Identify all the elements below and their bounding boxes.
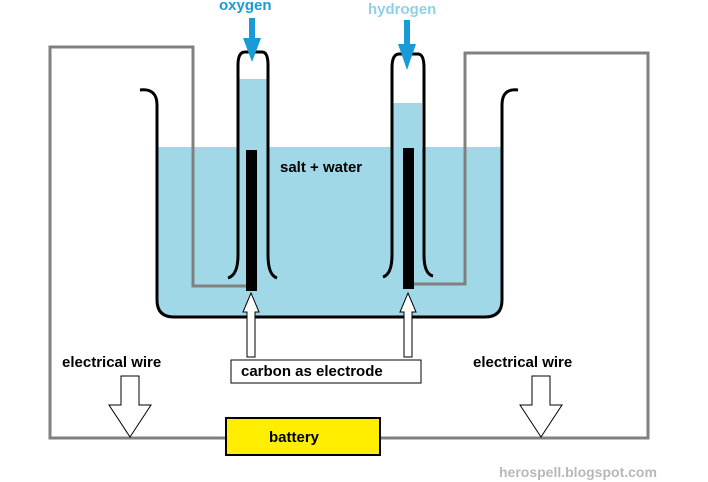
left-wire xyxy=(48,45,246,440)
solution-label: salt + water xyxy=(280,159,363,176)
battery xyxy=(225,417,381,456)
right-current-arrow-icon xyxy=(519,375,563,438)
electrode-label: carbon as electrode xyxy=(241,363,383,380)
left-current-arrow-icon xyxy=(108,375,152,438)
watermark: herospell.blogspot.com xyxy=(499,464,657,480)
right-electrode-pointer-icon xyxy=(399,291,417,358)
left-wire-label: electrical wire xyxy=(62,354,162,371)
oxygen-label: oxygen xyxy=(219,0,272,14)
right-wire xyxy=(380,51,650,440)
right-carbon-electrode xyxy=(403,148,414,289)
hydrogen-arrow-icon xyxy=(398,20,416,70)
container xyxy=(139,88,519,319)
left-electrode-pointer-icon xyxy=(242,291,260,358)
electrode-label-box xyxy=(230,359,422,384)
left-carbon-electrode xyxy=(246,150,257,291)
right-wire-label: electrical wire xyxy=(473,354,573,371)
oxygen-arrow-icon xyxy=(243,18,261,62)
hydrogen-label: hydrogen xyxy=(368,1,437,18)
battery-label: battery xyxy=(269,429,320,446)
